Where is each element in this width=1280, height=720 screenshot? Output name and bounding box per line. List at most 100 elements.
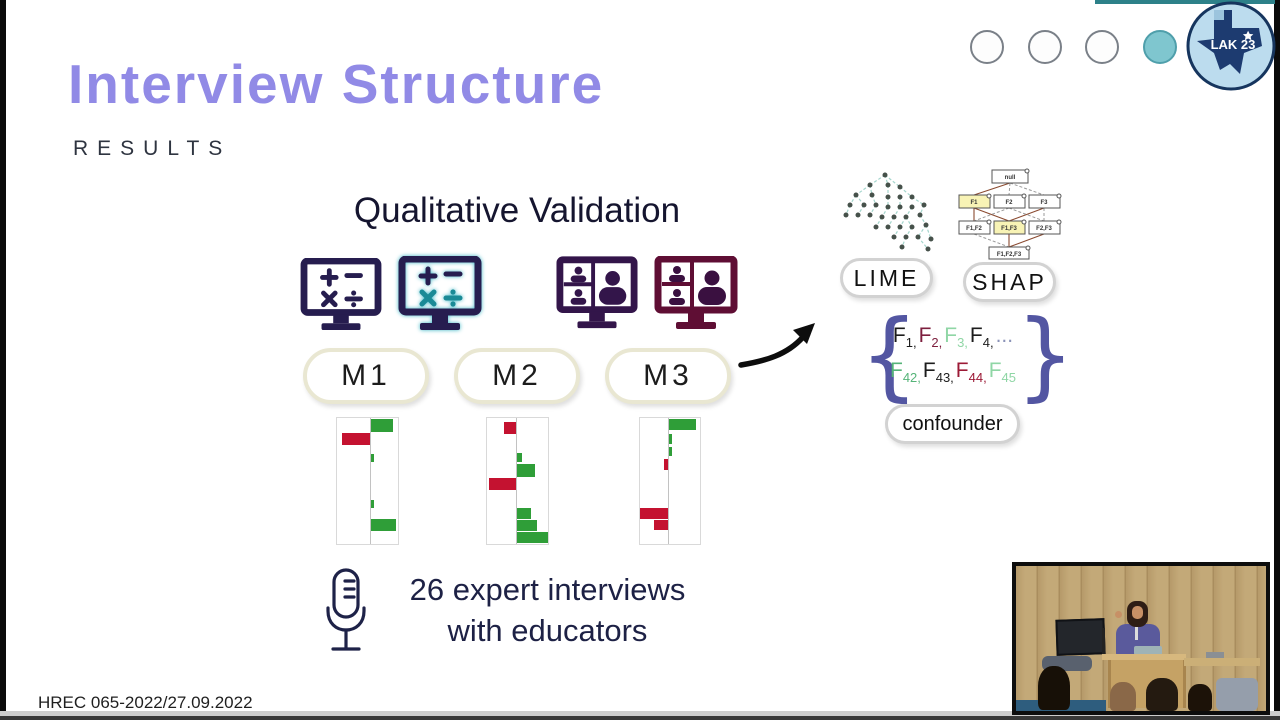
- bottom-edge-light: [0, 711, 1280, 716]
- shap-bar-chart-m2: [486, 417, 549, 545]
- chart-bar: [489, 478, 516, 490]
- left-edge: [0, 0, 6, 720]
- feature-token: F2,: [918, 324, 943, 351]
- math-monitor-icon-2: [398, 256, 482, 330]
- shap-bar-chart-m3: [639, 417, 701, 545]
- texas-globe-icon: LAK 23: [1186, 1, 1276, 91]
- shap-node-label: F3: [1040, 200, 1048, 206]
- interviews-text: 26 expert interviews with educators: [375, 569, 720, 651]
- audience-head: [1146, 678, 1178, 711]
- progress-dots: [970, 30, 1177, 64]
- lime-tree-diagram: [843, 172, 934, 252]
- chart-bar: [517, 453, 522, 462]
- shap-node-label: F1,F2: [966, 226, 982, 232]
- lime-pill: LIME: [840, 258, 933, 298]
- right-edge: [1274, 0, 1280, 720]
- shap-node-label: null: [1005, 175, 1016, 181]
- lanyard: [1135, 625, 1138, 640]
- interviews-line1: 26 expert interviews: [409, 572, 686, 607]
- chart-axis: [668, 418, 669, 544]
- chart-axis: [370, 418, 371, 544]
- page-subtitle: RESULTS: [73, 137, 232, 160]
- top-edge-accent: [1095, 0, 1275, 4]
- chart-bar: [517, 532, 548, 543]
- progress-dot: [1142, 30, 1177, 64]
- feature-brace-right: }: [1016, 299, 1075, 412]
- feature-token: F44,: [955, 359, 987, 386]
- shap-bar-chart-m1: [336, 417, 399, 545]
- chart-bar: [371, 500, 374, 508]
- lime-pill-label: LIME: [853, 264, 920, 291]
- shap-node-label: F1: [970, 200, 978, 206]
- chart-bar: [371, 454, 374, 462]
- audience-head: [1038, 666, 1070, 710]
- feature-token: F42,: [889, 359, 921, 386]
- chart-bar: [654, 520, 668, 530]
- feature-token: F4,: [969, 324, 994, 351]
- monitor-arm: [1102, 628, 1105, 656]
- chart-bar: [371, 519, 396, 531]
- video-call-monitor-icon-1: [556, 256, 638, 329]
- feature-token: F45: [988, 359, 1016, 386]
- feature-line: F1,F2,F3,F4,...: [886, 322, 1020, 357]
- chart-bar: [504, 422, 516, 434]
- model-pill-label: M2: [492, 359, 542, 392]
- logo-label: LAK 23: [1211, 37, 1256, 52]
- confounder-pill: confounder: [885, 404, 1020, 444]
- bottom-edge-dark: [0, 716, 1280, 720]
- curved-arrow-icon: [738, 323, 815, 368]
- section-heading: Qualitative Validation: [353, 191, 681, 230]
- shap-node-label: F1,F2,F3: [997, 252, 1022, 258]
- audience-head: [1110, 682, 1136, 711]
- audience-head: [1188, 684, 1212, 711]
- confounder-label: confounder: [902, 412, 1003, 435]
- feature-brace-left: {: [860, 299, 919, 412]
- progress-dot: [1085, 30, 1119, 64]
- feature-token: ...: [995, 324, 1014, 347]
- chart-axis: [516, 418, 517, 544]
- math-monitor-icon-1: [300, 258, 382, 331]
- feature-line: F42,F43,F44,F45: [886, 357, 1020, 392]
- presenter-hand: [1115, 611, 1122, 618]
- chart-bar: [517, 520, 537, 531]
- chart-bar: [664, 459, 668, 470]
- chart-bar: [517, 508, 531, 519]
- table-items: [1206, 652, 1224, 658]
- chart-bar: [342, 433, 370, 445]
- video-call-monitor-icon-2: [654, 256, 738, 329]
- podium-top: [1102, 654, 1186, 660]
- interviews-line2: with educators: [447, 613, 648, 648]
- page-title: Interview Structure: [68, 53, 605, 115]
- feature-token: F3,: [944, 324, 968, 351]
- chart-bar: [669, 434, 672, 444]
- progress-dot: [1027, 30, 1062, 64]
- shap-lattice-diagram: null F1 F2 F3 F1,F2 F1,F3 F2,F3 F1,F2,F3: [958, 168, 1062, 260]
- shap-node-label: F2,F3: [1036, 226, 1052, 232]
- model-pill-m3: M3: [605, 348, 731, 404]
- feature-set-text: F1,F2,F3,F4,...F42,F43,F44,F45: [886, 322, 1020, 392]
- progress-dot: [970, 30, 1004, 64]
- chart-bar: [669, 447, 672, 456]
- chart-bar: [640, 508, 668, 519]
- chart-bar: [371, 419, 393, 432]
- shap-node-label: F2: [1005, 200, 1013, 206]
- side-table: [1184, 658, 1260, 666]
- footer-ethics-ref: HREC 065-2022/27.09.2022: [38, 693, 253, 712]
- model-pill-label: M3: [643, 359, 693, 392]
- feature-token: F1,: [892, 324, 917, 351]
- laptop: [1134, 646, 1162, 655]
- presenter-face: [1132, 606, 1143, 619]
- chart-bar: [517, 464, 535, 477]
- microphone-icon: [326, 568, 366, 651]
- shap-pill: SHAP: [963, 262, 1056, 302]
- empty-seat: [1216, 678, 1258, 711]
- model-pill-label: M1: [341, 359, 391, 392]
- chart-bar: [669, 419, 696, 430]
- feature-token: F43,: [922, 359, 954, 386]
- presenter-video: [1012, 562, 1270, 715]
- model-pill-m2: M2: [454, 348, 580, 404]
- shap-node-label: F1,F3: [1001, 226, 1017, 232]
- shap-pill-label: SHAP: [972, 268, 1047, 295]
- model-pill-m1: M1: [303, 348, 429, 404]
